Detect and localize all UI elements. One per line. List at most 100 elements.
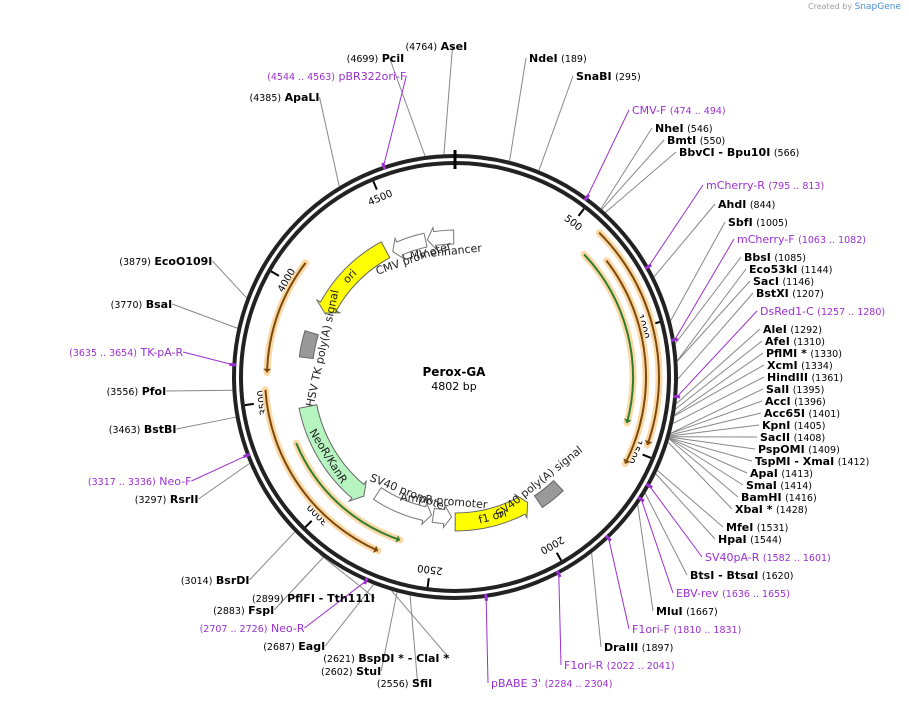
orf-arrow xyxy=(266,262,307,373)
leader-line xyxy=(648,184,704,267)
site-label: (2602) StuI xyxy=(321,665,381,678)
leader-line xyxy=(212,260,247,299)
site-labels: (4764) AseI(4699) PciI(4544 .. 4563) pBR… xyxy=(69,40,885,690)
label-position: (1414) xyxy=(780,481,812,492)
leader-line xyxy=(591,553,602,648)
orf-halo xyxy=(261,386,382,555)
primer-mark xyxy=(555,570,562,578)
plasmid-name: Perox-GA xyxy=(423,365,487,379)
site-label: (3879) EcoO109I xyxy=(119,255,212,268)
leader-line xyxy=(670,221,726,321)
label-name: ApaI xyxy=(750,467,778,480)
leader-line xyxy=(586,109,630,198)
label-position: (1330) xyxy=(810,349,842,360)
label-name: EagI xyxy=(298,640,325,653)
primer-mark xyxy=(583,193,590,202)
site-label: XbaI * (1428) xyxy=(735,503,808,516)
leader-line xyxy=(653,203,716,278)
label-position: (844) xyxy=(750,200,776,211)
primer-label: (3635 .. 3654) TK-pA-R xyxy=(69,346,183,359)
label-position: (546) xyxy=(687,124,713,135)
label-name: BbvCI - Bpu10I xyxy=(679,146,770,159)
scale-tick-label: 4500 xyxy=(367,188,395,208)
site-label: Acc65I (1401) xyxy=(764,407,840,420)
site-label: HpaI (1544) xyxy=(718,533,782,546)
scale-tick-label: 500 xyxy=(562,213,584,233)
leader-line xyxy=(675,340,763,410)
leader-line xyxy=(319,553,376,599)
label-name: KpnI xyxy=(762,419,790,432)
feature-resistance xyxy=(298,404,367,503)
label-name: BamHI xyxy=(741,491,782,504)
label-name: BsrDI xyxy=(216,574,250,587)
label-name: SacI xyxy=(753,275,779,288)
scale-tick-label: 2000 xyxy=(538,533,566,555)
leader-line xyxy=(649,485,703,558)
primer-label: F1ori-F (1810 .. 1831) xyxy=(632,623,741,636)
label-name: TspMI - XmaI xyxy=(755,455,834,468)
orf-arrow xyxy=(598,231,660,446)
leader-line xyxy=(608,538,630,630)
scale-tick xyxy=(642,453,652,459)
label-position: (1207) xyxy=(792,289,824,300)
orf-arrowhead xyxy=(644,439,653,445)
site-label: AfeI (1310) xyxy=(765,335,825,348)
label-name: PfoI xyxy=(142,385,167,398)
primer-label: mCherry-R (795 .. 813) xyxy=(706,179,824,192)
scale-tick xyxy=(270,270,280,277)
label-name: F1ori-R xyxy=(564,659,604,672)
site-label: AccI (1396) xyxy=(765,395,826,408)
leader-line xyxy=(273,556,324,611)
label-position: (4699) xyxy=(347,54,379,65)
leader-line xyxy=(443,45,454,155)
label-position: (3463) xyxy=(109,425,141,436)
orf-arrowhead xyxy=(263,368,272,373)
site-label: BamHI (1416) xyxy=(741,491,817,504)
site-label: PspOMI (1409) xyxy=(758,443,840,456)
label-position: (1897) xyxy=(642,643,674,654)
label-name: MluI xyxy=(656,605,683,618)
label-position: (3635 .. 3654) xyxy=(69,348,137,359)
label-position: (2556) xyxy=(377,679,409,690)
label-name: MfeI xyxy=(726,521,753,534)
label-name: SbfI xyxy=(728,216,753,229)
label-position: (2602) xyxy=(321,667,353,678)
label-position: (2899) xyxy=(252,594,284,605)
leader-line xyxy=(670,412,762,436)
site-label: (2621) BspDI * - ClaI * xyxy=(323,652,449,665)
label-name: PciI xyxy=(382,52,404,65)
label-position: (2284 .. 2304) xyxy=(545,679,613,690)
label-position: (1413) xyxy=(781,469,813,480)
label-name: PspOMI xyxy=(758,443,805,456)
label-position: (1409) xyxy=(808,445,840,456)
snapgene-watermark: Created by SnapGene xyxy=(808,2,901,12)
site-label: SbfI (1005) xyxy=(728,216,788,229)
label-position: (2687) xyxy=(263,642,295,653)
label-position: (3770) xyxy=(111,300,143,311)
label-name: BmtI xyxy=(667,134,696,147)
label-name: mCherry-R xyxy=(706,179,765,192)
leader-line xyxy=(319,96,340,187)
leader-line xyxy=(675,256,742,344)
orf-arrow xyxy=(264,389,379,552)
site-label: BmtI (550) xyxy=(667,134,725,147)
primer-label: (3317 .. 3336) Neo-F xyxy=(88,475,192,488)
label-name: TK-pA-R xyxy=(139,346,183,359)
leader-line xyxy=(669,438,744,486)
site-label: BstXI (1207) xyxy=(756,287,824,300)
leader-line xyxy=(324,584,374,647)
label-position: (1395) xyxy=(793,385,825,396)
label-position: (1334) xyxy=(801,361,833,372)
site-label: (3463) BstBI xyxy=(109,423,177,436)
label-position: (1401) xyxy=(808,409,840,420)
label-name: AccI xyxy=(765,395,791,408)
label-position: (1620) xyxy=(762,571,794,582)
site-label: AleI (1292) xyxy=(763,323,822,336)
leader-line xyxy=(198,463,250,500)
leader-line xyxy=(674,364,765,417)
label-name: PflMI * xyxy=(766,347,807,360)
leader-line xyxy=(172,303,238,329)
label-position: (566) xyxy=(774,148,800,159)
label-position: (2883) xyxy=(213,606,245,617)
label-position: (1310) xyxy=(793,337,825,348)
